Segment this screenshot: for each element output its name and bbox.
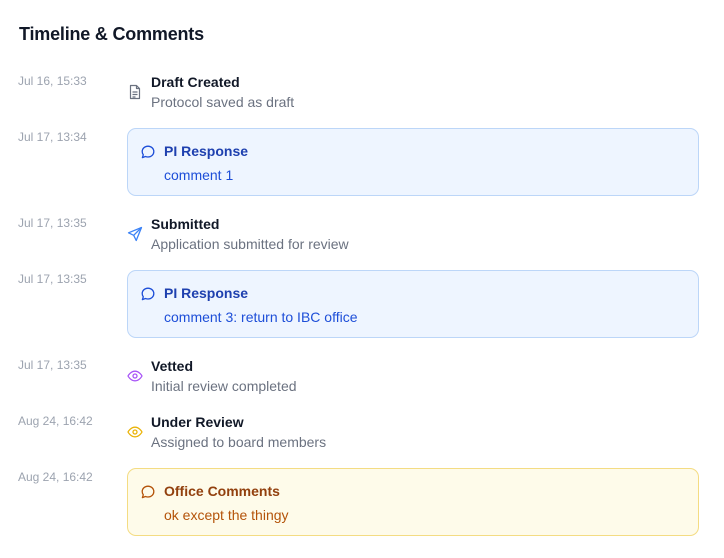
event-subtitle: Protocol saved as draft [151,94,295,110]
chat-bubble-icon [140,484,156,500]
timestamp: Aug 24, 16:42 [18,414,93,428]
timestamp: Jul 17, 13:35 [18,216,87,230]
comment-body: ok except the thingy [164,507,289,523]
event-subtitle: Assigned to board members [151,434,327,450]
event-subtitle: Application submitted for review [151,236,349,252]
timestamp: Jul 17, 13:34 [18,130,87,144]
event-title: Submitted [151,216,220,232]
comment-title: Office Comments [164,483,280,499]
timestamp: Jul 17, 13:35 [18,272,87,286]
event-title: Draft Created [151,74,240,90]
timestamp: Jul 17, 13:35 [18,358,87,372]
page-title: Timeline & Comments [19,24,204,44]
document-icon [127,84,143,100]
eye-icon [127,368,143,384]
comment-card: Office Comments ok except the thingy [127,468,699,536]
event-title: Under Review [151,414,244,430]
comment-title: PI Response [164,285,249,301]
eye-icon [127,424,143,440]
comment-card: PI Response comment 3: return to IBC off… [127,270,699,338]
chat-bubble-icon [140,144,156,160]
chat-bubble-icon [140,286,156,302]
send-icon [127,226,143,242]
timestamp: Jul 16, 15:33 [18,74,87,88]
comment-card: PI Response comment 1 [127,128,699,196]
comment-body: comment 1 [164,167,234,183]
event-subtitle: Initial review completed [151,378,297,394]
event-title: Vetted [151,358,194,374]
timestamp: Aug 24, 16:42 [18,470,93,484]
comment-body: comment 3: return to IBC office [164,309,358,325]
comment-title: PI Response [164,143,249,159]
